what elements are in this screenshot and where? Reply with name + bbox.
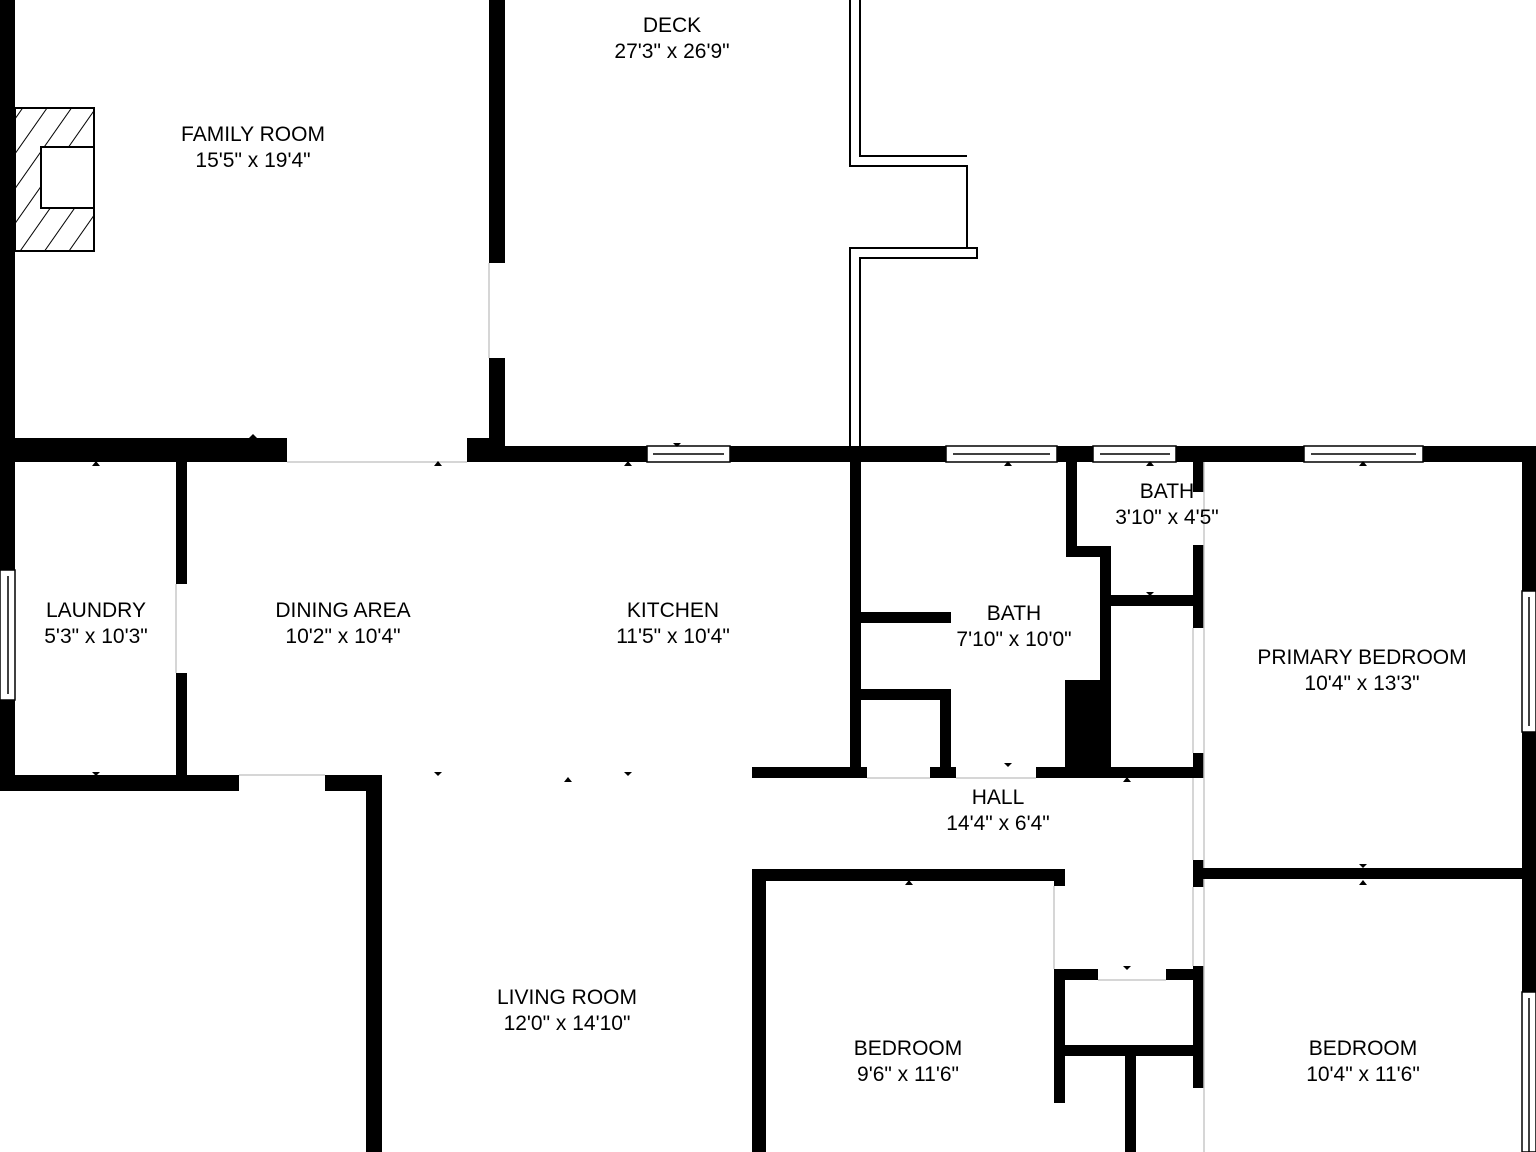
room-name: BEDROOM <box>853 1037 963 1060</box>
room-primary-bedroom: PRIMARY BEDROOM 10'4" x 13'3" <box>1257 645 1466 697</box>
room-hall: HALL 14'4" x 6'4" <box>946 785 1050 837</box>
room-dimensions: 9'6" x 11'6" <box>857 1063 959 1086</box>
room-dimensions: 10'4" x 11'6" <box>1306 1063 1420 1086</box>
room-dimensions: 11'5" x 10'4" <box>616 625 730 648</box>
room-dimensions: 12'0" x 14'10" <box>503 1012 631 1035</box>
room-name: BEDROOM <box>1308 1037 1418 1060</box>
room-name: KITCHEN <box>626 599 720 622</box>
room-name: PRIMARY BEDROOM <box>1257 646 1467 669</box>
room-name: LAUNDRY <box>46 599 146 622</box>
room-name: DECK <box>642 14 702 37</box>
room-laundry: LAUNDRY 5'3" x 10'3" <box>44 598 148 650</box>
room-dimensions: 14'4" x 6'4" <box>946 812 1050 835</box>
room-dimensions: 5'3" x 10'3" <box>44 625 148 648</box>
room-living-room: LIVING ROOM 12'0" x 14'10" <box>497 985 637 1037</box>
room-name: LIVING ROOM <box>496 986 638 1009</box>
room-bath-main: BATH 7'10" x 10'0" <box>956 601 1071 653</box>
room-bedroom-2: BEDROOM 10'4" x 11'6" <box>1306 1036 1420 1088</box>
room-name: DINING AREA <box>275 599 411 622</box>
room-name: BATH <box>1139 480 1195 503</box>
room-bedroom-1: BEDROOM 9'6" x 11'6" <box>854 1036 963 1088</box>
room-name: FAMILY ROOM <box>181 123 325 146</box>
room-dimensions: 10'4" x 13'3" <box>1304 672 1420 695</box>
room-family-room: FAMILY ROOM 15'5" x 19'4" <box>181 122 325 174</box>
room-dimensions: 27'3" x 26'9" <box>614 40 730 63</box>
room-kitchen: KITCHEN 11'5" x 10'4" <box>616 598 730 650</box>
room-name: BATH <box>986 602 1042 625</box>
deck-outline <box>849 0 978 446</box>
fireplace-icon <box>14 107 95 252</box>
room-bath-small: BATH 3'10" x 4'5" <box>1115 479 1219 531</box>
room-dimensions: 15'5" x 19'4" <box>195 149 311 172</box>
dimension-markers <box>92 434 1367 970</box>
room-dining-area: DINING AREA 10'2" x 10'4" <box>275 598 410 650</box>
windows <box>0 445 1536 1152</box>
room-dimensions: 7'10" x 10'0" <box>956 628 1072 651</box>
room-dimensions: 3'10" x 4'5" <box>1115 506 1219 529</box>
room-dimensions: 10'2" x 10'4" <box>285 625 401 648</box>
openings <box>175 263 1205 1152</box>
room-name: HALL <box>971 786 1025 809</box>
room-deck: DECK 27'3" x 26'9" <box>614 13 729 65</box>
